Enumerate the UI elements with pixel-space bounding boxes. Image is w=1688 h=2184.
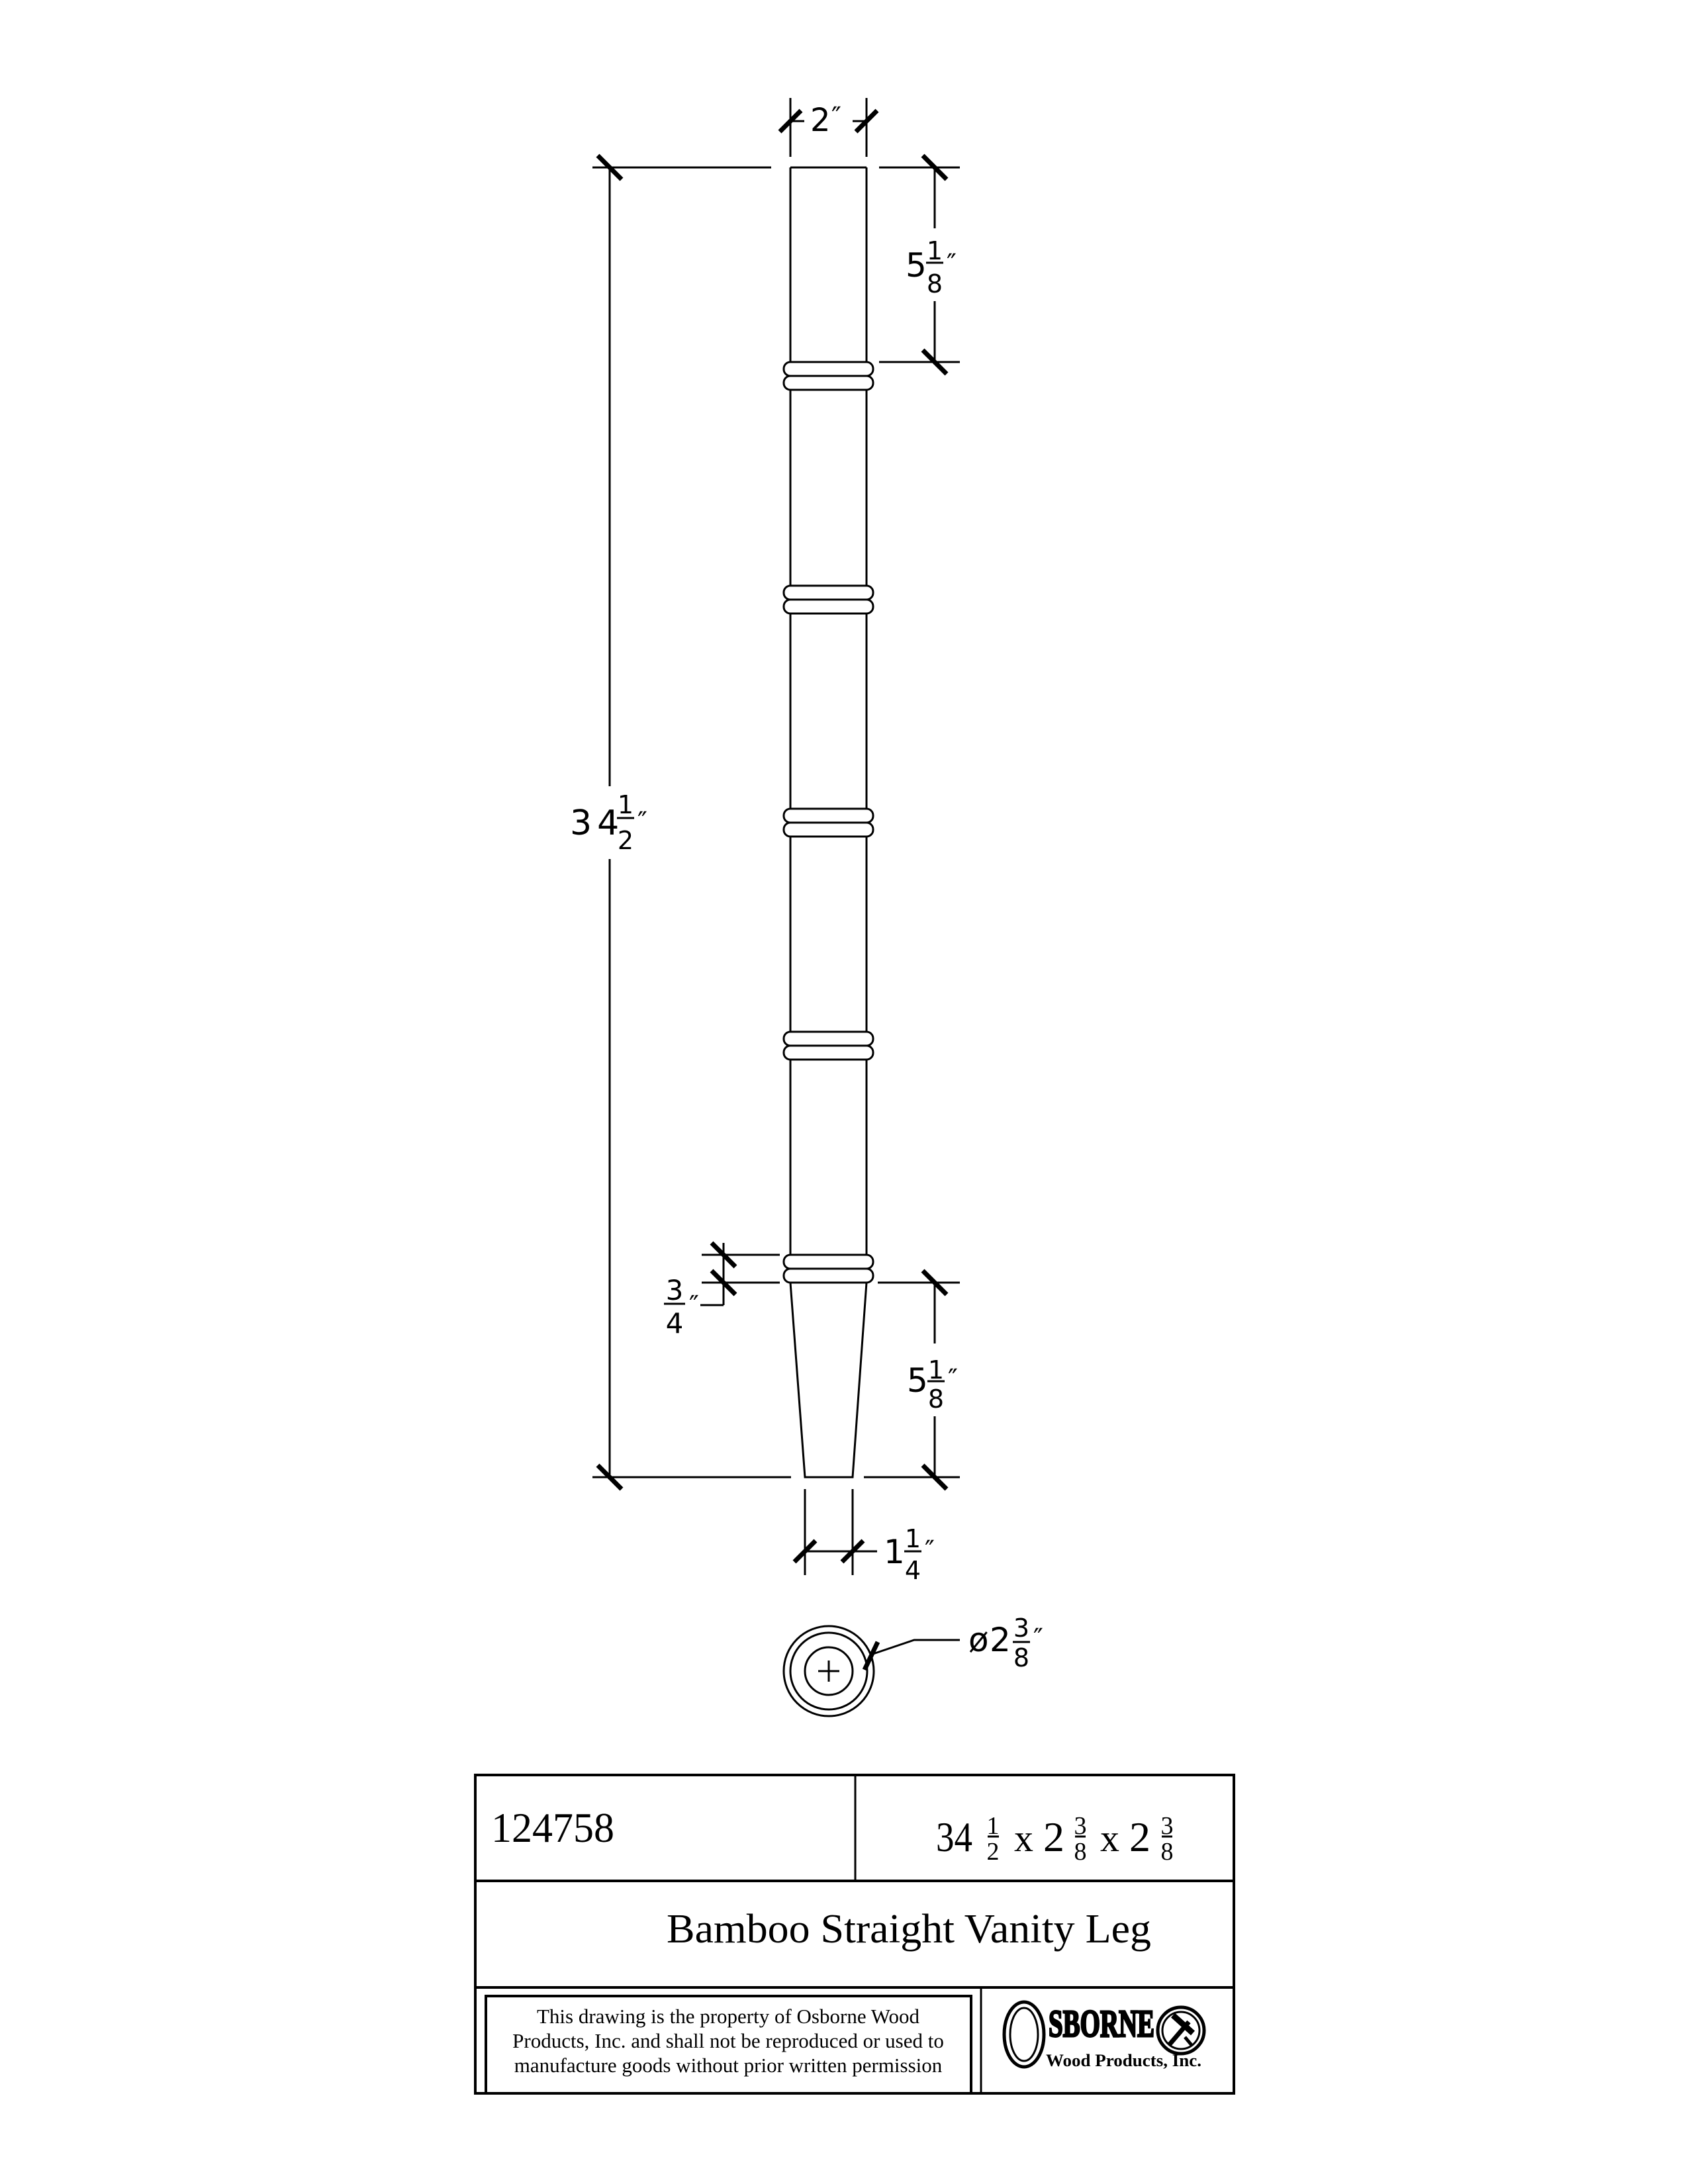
svg-text:2: 2 (990, 1621, 1011, 1659)
dim-tick-icon (840, 1539, 865, 1564)
osborne-logo: O SBORNE Wood Products, Inc. (1002, 2000, 1206, 2070)
svg-text:4: 4 (666, 1307, 684, 1340)
part-number: 124758 (491, 1804, 614, 1851)
svg-text:8: 8 (928, 1385, 944, 1414)
logo-wordmark: SBORNE (1049, 2002, 1154, 2045)
dim-label-taper-length: 5 1 8 ″ (907, 1355, 958, 1414)
svg-text:″: ″ (637, 807, 647, 837)
svg-text:″: ″ (831, 102, 841, 132)
tapered-foot (789, 1281, 868, 1479)
svg-text:″: ″ (689, 1291, 699, 1321)
dimension-ring-height: 3 4 ″ (664, 1241, 780, 1340)
dim-label-overall-height: 34 1 2 ″ (570, 790, 647, 855)
dim-tick-icon (710, 1269, 737, 1297)
leader-tick-icon (862, 1641, 880, 1671)
svg-text:8: 8 (1074, 1838, 1087, 1866)
svg-text:3: 3 (1013, 1614, 1029, 1643)
svg-text:O: O (1024, 2048, 1025, 2050)
svg-text:8: 8 (927, 269, 943, 298)
svg-text:8: 8 (1161, 1838, 1174, 1866)
svg-text:1: 1 (927, 236, 943, 265)
svg-text:5: 5 (906, 246, 927, 285)
part-size: 34 1 2 x 2 3 8 x 2 3 8 (936, 1812, 1174, 1866)
dim-label-top-width: 2 (810, 102, 831, 139)
dimension-top-segment: 5 1 8 ″ (879, 154, 960, 376)
svg-text:2: 2 (1043, 1813, 1064, 1860)
svg-text:1: 1 (905, 1524, 921, 1553)
svg-text:″: ″ (947, 249, 957, 279)
bamboo-ring (782, 1253, 874, 1284)
svg-text:″: ″ (1033, 1623, 1043, 1654)
part-name: Bamboo Straight Vanity Leg (667, 1907, 1151, 1952)
svg-text:3: 3 (1161, 1812, 1174, 1840)
dimension-overall-height: 34 1 2 ″ (570, 154, 791, 1491)
svg-text:4: 4 (905, 1556, 921, 1585)
dimension-taper-length: 5 1 8 ″ (864, 1269, 960, 1491)
dimension-foot-width: 1 1 4 ″ (792, 1489, 935, 1585)
bamboo-rings (782, 361, 874, 1284)
svg-text:x: x (1100, 1817, 1119, 1860)
svg-text:34: 34 (570, 803, 624, 843)
dim-tick-icon (792, 1539, 818, 1564)
dim-tick-icon (921, 154, 949, 181)
dim-label-foot-width: 1 1 4 ″ (884, 1524, 935, 1585)
title-block: 124758 34 1 2 x 2 3 8 x 2 3 8 Bamboo Str… (474, 1774, 1235, 2095)
svg-text:ø: ø (968, 1621, 989, 1659)
bamboo-ring (782, 807, 874, 838)
dim-tick-icon (921, 1463, 949, 1491)
disclaimer: This drawing is the property of Osborne … (512, 2005, 944, 2077)
leader-line (870, 1639, 960, 1656)
end-view: ø 2 3 8 ″ (782, 1614, 1043, 1717)
dim-tick-icon (921, 348, 949, 376)
dimension-top-width: 2 ″ (778, 98, 879, 157)
svg-text:1: 1 (618, 790, 633, 819)
bamboo-ring (782, 1030, 874, 1061)
svg-text:3: 3 (666, 1274, 684, 1306)
bamboo-ring (782, 361, 874, 391)
dim-label-diameter: ø 2 3 8 ″ (968, 1614, 1043, 1672)
svg-text:2: 2 (987, 1838, 1000, 1866)
svg-text:This drawing is the property o: This drawing is the property of Osborne … (537, 2005, 920, 2028)
dim-tick-icon (710, 1241, 737, 1269)
dim-tick-icon (921, 1269, 949, 1297)
dim-tick-icon (596, 1463, 624, 1491)
dim-tick-icon (596, 154, 624, 181)
svg-text:34: 34 (936, 1813, 972, 1860)
svg-text:″: ″ (925, 1535, 935, 1566)
leg-profile (782, 166, 874, 1479)
svg-text:3: 3 (1074, 1812, 1087, 1840)
svg-text:5: 5 (907, 1361, 928, 1400)
hammer-emblem-icon (1156, 2005, 1206, 2056)
bamboo-ring (782, 584, 874, 615)
svg-text:x: x (1014, 1817, 1033, 1860)
svg-text:manufacture goods without prio: manufacture goods without prior written … (514, 2054, 943, 2077)
svg-text:Products, Inc. and shall not b: Products, Inc. and shall not be reproduc… (512, 2029, 944, 2052)
svg-text:8: 8 (1013, 1643, 1029, 1672)
svg-text:″: ″ (948, 1364, 958, 1394)
svg-text:1: 1 (928, 1355, 944, 1385)
svg-text:2: 2 (618, 826, 633, 855)
svg-text:1: 1 (884, 1533, 905, 1571)
svg-text:2: 2 (1129, 1813, 1150, 1860)
svg-text:1: 1 (987, 1812, 1000, 1840)
dim-label-ring-height: 3 4 ″ (664, 1274, 699, 1340)
logo-subtitle: Wood Products, Inc. (1046, 2051, 1201, 2070)
dim-label-top-segment: 5 1 8 ″ (906, 236, 957, 298)
